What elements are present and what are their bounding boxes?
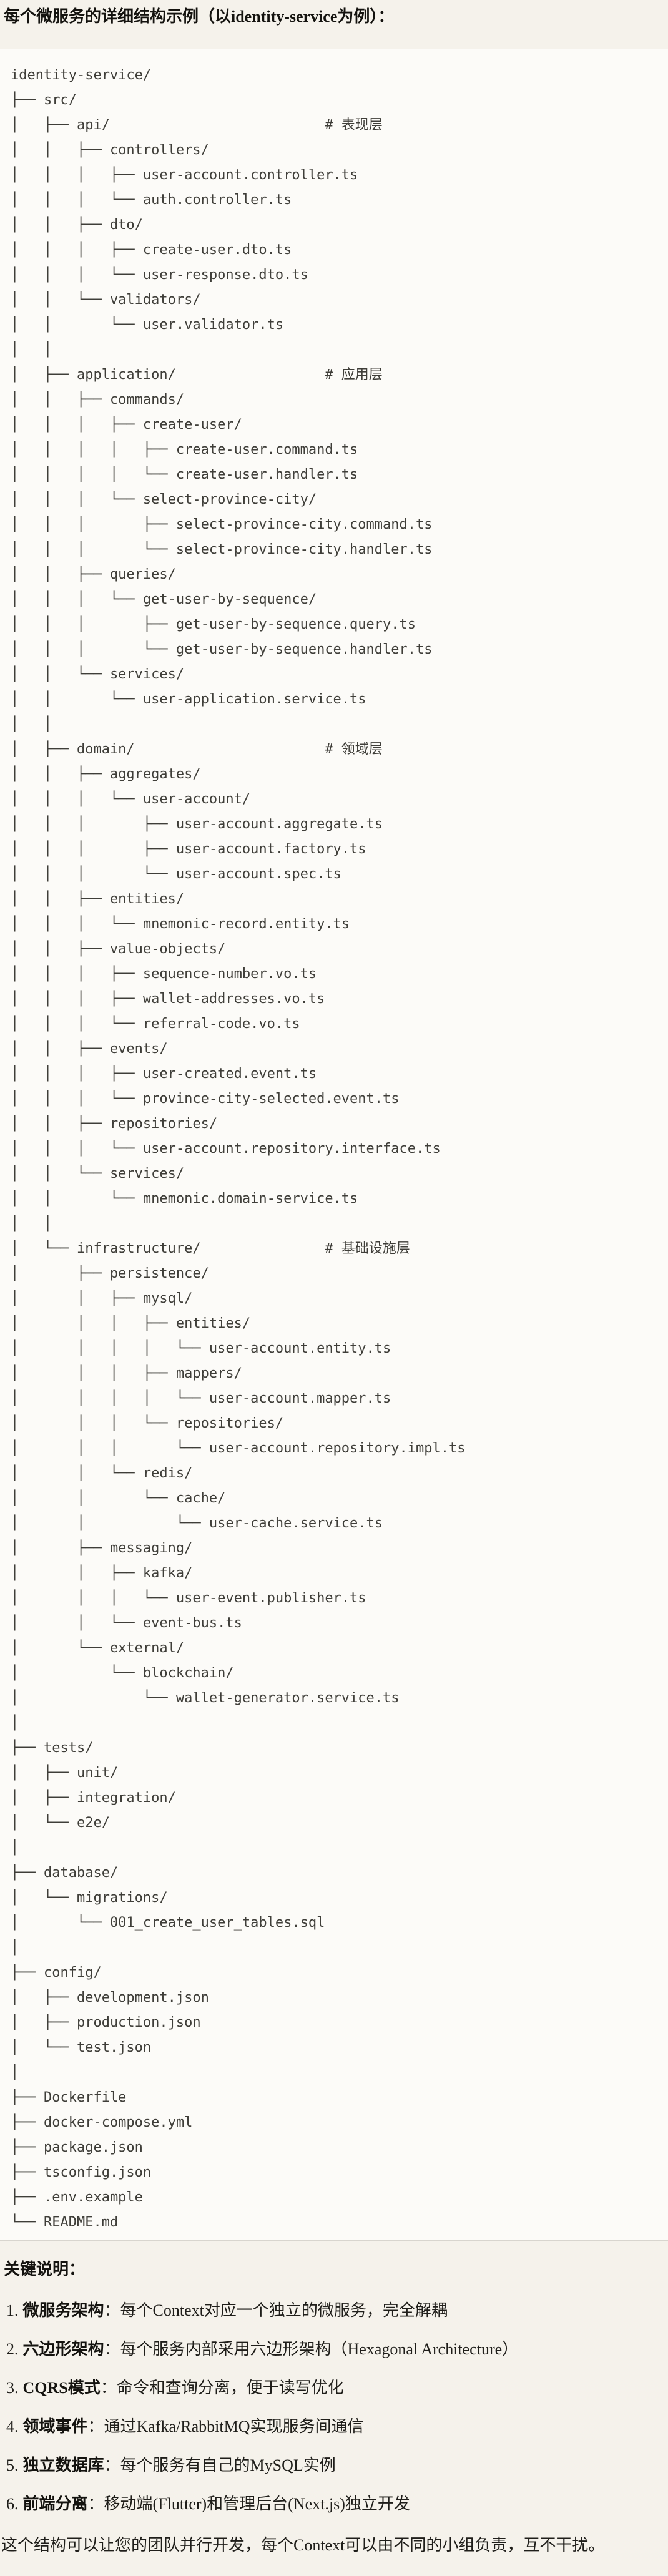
note-separator: ： <box>104 2456 120 2474</box>
note-separator: ： <box>87 2495 104 2513</box>
note-item-6: 6.前端分离：移动端(Flutter)和管理后台(Next.js)独立开发 <box>6 2493 668 2515</box>
notes-heading: 关键说明： <box>4 2260 86 2278</box>
note-number: 1. <box>6 2301 19 2319</box>
note-number: 3. <box>6 2379 19 2397</box>
note-description: 移动端(Flutter)和管理后台(Next.js)独立开发 <box>104 2495 410 2513</box>
note-item-1: 1.微服务架构：每个Context对应一个独立的微服务，完全解耦 <box>6 2299 668 2322</box>
key-notes-section: 关键说明： 1.微服务架构：每个Context对应一个独立的微服务，完全解耦 2… <box>0 2258 668 2557</box>
directory-tree: identity-service/ ├── src/ │ ├── api/ # … <box>11 67 466 2230</box>
note-item-2: 2.六边形架构：每个服务内部采用六边形架构（Hexagonal Architec… <box>6 2338 668 2361</box>
note-separator: ： <box>104 2301 120 2319</box>
note-label: 前端分离 <box>22 2495 88 2513</box>
note-item-5: 5.独立数据库：每个服务有自己的MySQL实例 <box>6 2454 668 2477</box>
note-description: 每个服务有自己的MySQL实例 <box>120 2456 336 2474</box>
note-description: 每个Context对应一个独立的微服务，完全解耦 <box>120 2301 448 2319</box>
note-separator: ： <box>104 2340 120 2358</box>
note-label: 微服务架构 <box>22 2301 104 2319</box>
note-label: 领域事件 <box>22 2417 88 2436</box>
note-number: 4. <box>6 2417 19 2436</box>
note-number: 2. <box>6 2340 19 2358</box>
note-label: 独立数据库 <box>22 2456 104 2474</box>
note-item-3: 3.CQRS模式：命令和查询分离，便于读写优化 <box>6 2377 668 2399</box>
page-title: 每个微服务的详细结构示例（以identity-service为例）： <box>4 7 395 26</box>
note-label: CQRS模式 <box>22 2379 101 2397</box>
closing-paragraph: 这个结构可以让您的团队并行开发，每个Context可以由不同的小组负责，互不干扰… <box>1 2536 605 2554</box>
document-page: 每个微服务的详细结构示例（以identity-service为例）： ident… <box>0 6 668 2557</box>
note-number: 5. <box>6 2456 19 2474</box>
note-label: 六边形架构 <box>22 2340 104 2358</box>
note-separator: ： <box>100 2379 117 2397</box>
note-description: 通过Kafka/RabbitMQ实现服务间通信 <box>104 2417 364 2436</box>
note-description: 命令和查询分离，便于读写优化 <box>116 2379 344 2397</box>
code-block: identity-service/ ├── src/ │ ├── api/ # … <box>0 49 668 2241</box>
note-number: 6. <box>6 2495 19 2513</box>
note-item-4: 4.领域事件：通过Kafka/RabbitMQ实现服务间通信 <box>6 2416 668 2438</box>
note-description: 每个服务内部采用六边形架构（Hexagonal Architecture） <box>120 2340 519 2358</box>
note-separator: ： <box>87 2417 104 2436</box>
